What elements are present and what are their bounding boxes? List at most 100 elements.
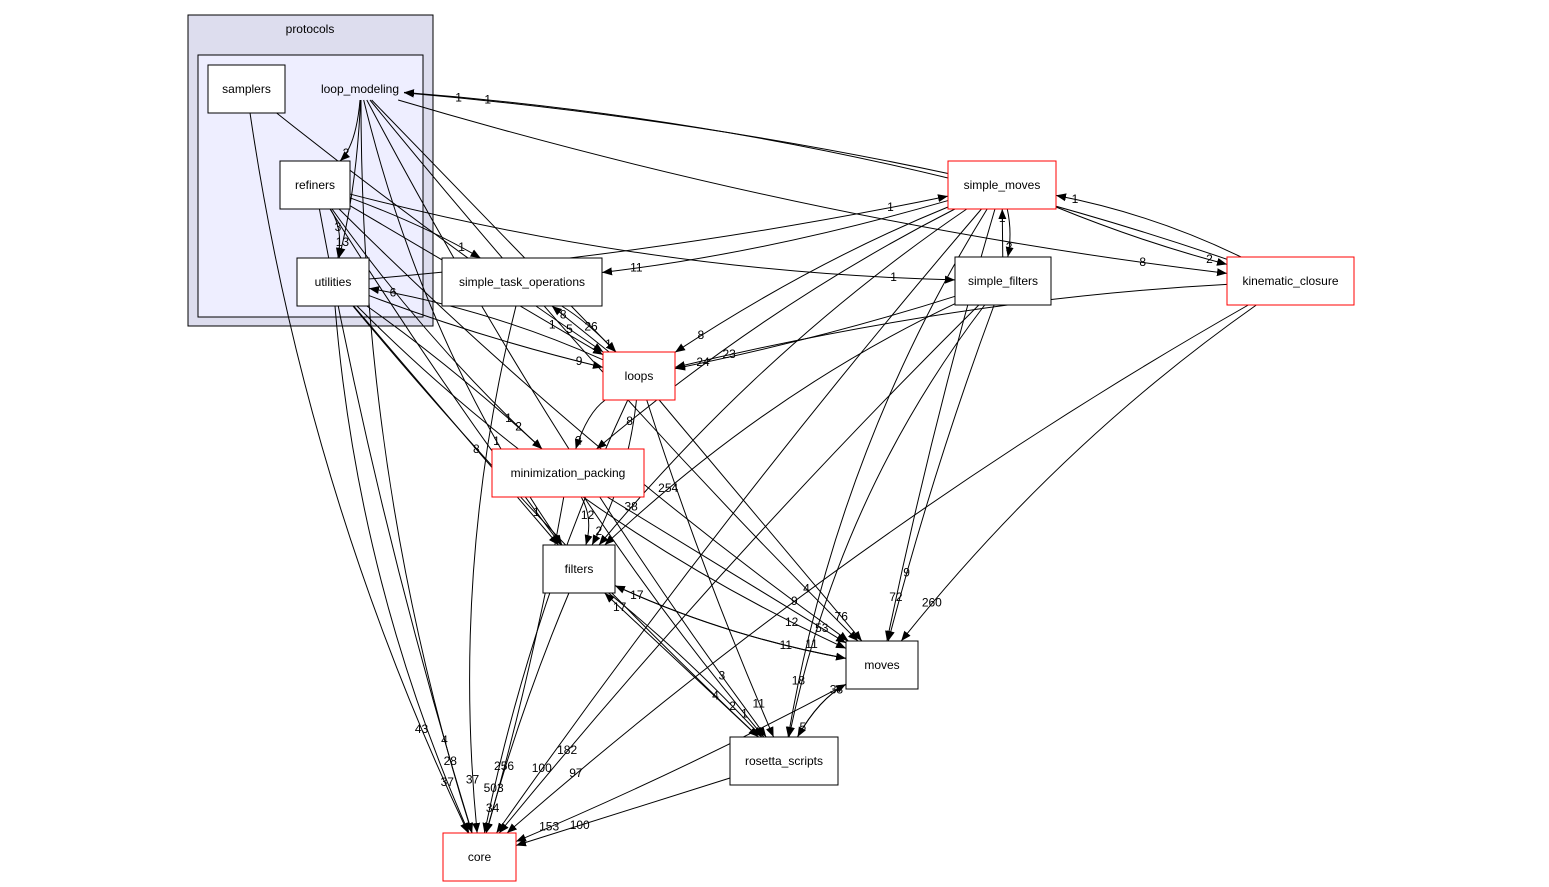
edge-label[interactable]: 34 xyxy=(486,801,500,815)
edge-simple_filters-to-loops[interactable] xyxy=(674,295,956,371)
edge-utilities-to-rosetta_scripts[interactable] xyxy=(352,305,759,738)
edge-label[interactable]: 1 xyxy=(605,337,612,351)
edge-label[interactable]: 3 xyxy=(335,220,342,234)
edge-label[interactable]: 5 xyxy=(566,322,573,336)
edge-label[interactable]: 37 xyxy=(466,773,480,787)
edge-label[interactable]: 13 xyxy=(336,235,350,249)
edge-filters-to-rosetta_scripts[interactable] xyxy=(608,592,763,738)
node-rosetta-scripts[interactable]: rosetta_scripts xyxy=(729,736,839,786)
edge-kinematic_closure-to-loop_modeling[interactable] xyxy=(403,89,1228,260)
edge-label[interactable]: 3 xyxy=(718,669,725,683)
edge-simple_moves-to-simple_task_operations[interactable] xyxy=(601,200,949,276)
edge-label[interactable]: 1 xyxy=(887,200,894,214)
edge-rosetta_scripts-to-core[interactable] xyxy=(515,777,731,847)
edge-loop_modeling-to-loops[interactable] xyxy=(371,99,617,353)
edge-label[interactable]: 153 xyxy=(539,820,559,834)
edge-simple_task_operations-to-loops[interactable] xyxy=(561,305,617,353)
edge-label[interactable]: 1 xyxy=(455,90,462,104)
edge-label[interactable]: 8 xyxy=(698,328,705,342)
edge-label[interactable]: 1 xyxy=(999,211,1006,225)
edge-label[interactable]: 1 xyxy=(890,270,897,284)
edge-label[interactable]: 12 xyxy=(581,508,595,522)
edge-label[interactable]: 8 xyxy=(473,442,480,456)
edge-label[interactable]: 2 xyxy=(515,420,522,434)
node-simple-moves[interactable]: simple_moves xyxy=(947,160,1057,210)
edge-simple_filters-to-core[interactable] xyxy=(498,304,980,834)
edge-loops-to-rosetta_scripts[interactable] xyxy=(646,399,775,738)
node-simple-task-operations[interactable]: simple_task_operations xyxy=(441,257,603,307)
edge-simple_moves-to-simple_filters[interactable] xyxy=(1005,208,1014,258)
node-simple-filters[interactable]: simple_filters xyxy=(954,256,1052,306)
edge-samplers-to-core[interactable] xyxy=(249,112,469,834)
edge-label[interactable]: 254 xyxy=(658,481,678,495)
edge-refiners-to-minimization_packing[interactable] xyxy=(331,208,543,450)
edge-label[interactable]: 1 xyxy=(493,434,500,448)
edge-simple_filters-to-moves[interactable] xyxy=(886,304,995,642)
edge-label[interactable]: 26 xyxy=(584,319,598,333)
edge-refiners-to-simple_task_operations[interactable] xyxy=(349,197,481,259)
edge-samplers-to-loops[interactable] xyxy=(276,112,604,353)
edge-label[interactable]: 8 xyxy=(1139,255,1146,269)
edge-loop_modeling-to-utilities[interactable] xyxy=(337,99,362,259)
edge-label[interactable]: 256 xyxy=(494,759,514,773)
edge-label[interactable]: 2 xyxy=(343,146,350,160)
edge-label[interactable]: 4 xyxy=(803,582,810,596)
node-utilities[interactable]: utilities xyxy=(296,257,370,307)
edge-label[interactable]: 503 xyxy=(484,781,504,795)
edge-label[interactable]: 2 xyxy=(1006,240,1013,254)
edge-simple_task_operations-to-core[interactable] xyxy=(469,305,517,834)
edge-label[interactable]: 4 xyxy=(441,733,448,747)
edge-label[interactable]: 17 xyxy=(613,600,627,614)
edge-simple_moves-to-rosetta_scripts[interactable] xyxy=(785,208,988,738)
edge-label[interactable]: 2 xyxy=(729,699,736,713)
edge-label[interactable]: 4 xyxy=(712,689,719,703)
edge-simple_moves-to-core[interactable] xyxy=(496,208,982,834)
edge-label[interactable]: 11 xyxy=(630,261,643,275)
edge-label[interactable]: 1 xyxy=(458,240,465,254)
edge-label[interactable]: 260 xyxy=(922,596,942,610)
edge-label[interactable]: 9 xyxy=(903,565,910,579)
edge-simple_filters-to-rosetta_scripts[interactable] xyxy=(787,304,986,738)
node-moves[interactable]: moves xyxy=(845,640,919,690)
edge-label[interactable]: 1 xyxy=(549,317,556,331)
edge-utilities-to-loops[interactable] xyxy=(368,295,604,369)
edge-kinematic_closure-to-loops[interactable] xyxy=(674,283,1228,369)
node-filters[interactable]: filters xyxy=(542,544,616,594)
edge-kinematic_closure-to-moves[interactable] xyxy=(900,304,1257,642)
edge-label[interactable]: 53 xyxy=(815,621,829,635)
edge-loop_modeling-to-refiners[interactable] xyxy=(339,99,361,162)
edge-loops-to-minimization_packing[interactable] xyxy=(574,399,606,450)
node-samplers[interactable]: samplers xyxy=(207,64,286,114)
edge-label[interactable]: 6 xyxy=(390,285,397,299)
edge-label[interactable]: 11 xyxy=(780,638,793,652)
edge-label[interactable]: 2 xyxy=(575,433,582,447)
edge-loops-to-simple_task_operations[interactable] xyxy=(551,305,610,353)
edge-loop_modeling-to-rosetta_scripts[interactable] xyxy=(366,99,767,738)
edge-label[interactable]: 8 xyxy=(560,308,567,322)
edge-label[interactable]: 17 xyxy=(630,588,644,602)
edge-label[interactable]: 37 xyxy=(441,775,455,789)
edge-label[interactable]: 1 xyxy=(1072,192,1079,206)
edge-utilities-to-core[interactable] xyxy=(334,305,470,834)
edge-simple_moves-to-minimization_packing[interactable] xyxy=(596,208,956,450)
edge-loop_modeling-to-kinematic_closure[interactable] xyxy=(398,99,1228,277)
edge-label[interactable]: 1 xyxy=(484,92,491,106)
edge-rosetta_scripts-to-filters[interactable] xyxy=(604,592,759,738)
node-loops[interactable]: loops xyxy=(602,351,676,401)
edge-moves-to-filters[interactable] xyxy=(614,585,847,659)
edge-utilities-to-moves[interactable] xyxy=(356,305,847,649)
edge-label[interactable]: 23 xyxy=(722,347,736,361)
edge-label[interactable]: 9 xyxy=(791,594,798,608)
edge-refiners-to-filters[interactable] xyxy=(329,208,562,546)
edge-label[interactable]: 100 xyxy=(532,761,552,775)
edge-minimization_packing-to-rosetta_scripts[interactable] xyxy=(583,496,765,738)
edge-label[interactable]: 72 xyxy=(889,590,903,604)
edge-minimization_packing-to-filters[interactable] xyxy=(580,496,593,546)
edge-utilities-to-minimization_packing[interactable] xyxy=(366,305,543,450)
edge-kinematic_closure-to-simple_moves[interactable] xyxy=(1055,193,1242,258)
edge-simple_filters-to-simple_moves[interactable] xyxy=(998,208,1007,258)
edge-label[interactable]: 5 xyxy=(800,720,807,734)
edge-label[interactable]: 38 xyxy=(830,683,844,697)
node-kinematic-closure[interactable]: kinematic_closure xyxy=(1226,256,1355,306)
edge-label[interactable]: 43 xyxy=(415,722,429,736)
